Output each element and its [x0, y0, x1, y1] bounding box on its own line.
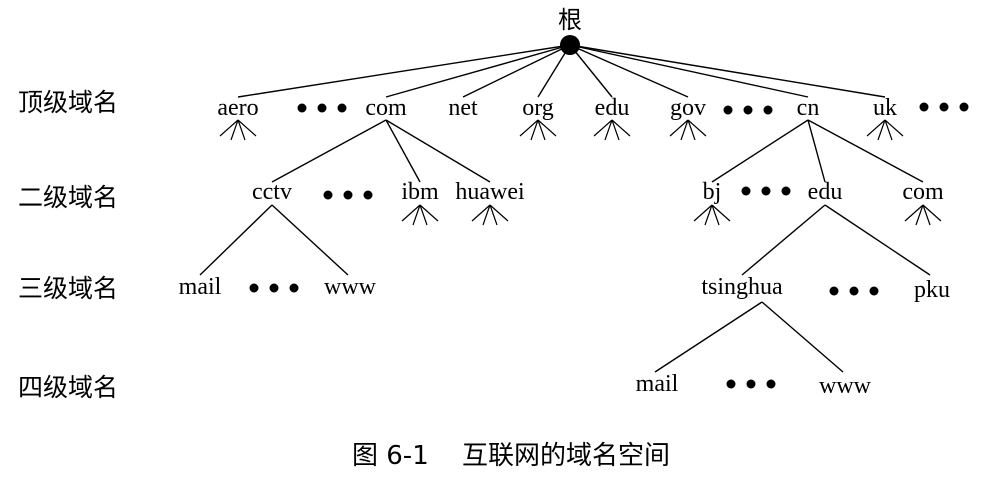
level-label-second: 二级域名	[18, 183, 118, 212]
edge-com-cctv	[271, 119, 387, 183]
node-bj: bj	[703, 179, 722, 205]
fourth-level-edges	[654, 301, 844, 373]
node-cctv-mail: mail	[179, 274, 222, 300]
node-cctv-www: www	[324, 274, 377, 300]
fan-uk	[866, 119, 904, 141]
root-label: 根	[558, 7, 582, 34]
second-level-edges	[271, 119, 924, 183]
ellipsis-third-left	[249, 283, 299, 293]
fan-ibm	[401, 204, 439, 226]
node-ibm: ibm	[401, 179, 439, 205]
edge-root-com	[385, 44, 571, 98]
fan-org	[519, 119, 557, 141]
node-edu: edu	[595, 95, 630, 121]
node-pku: pku	[914, 277, 950, 303]
level-label-top: 顶级域名	[18, 88, 118, 117]
node-com: com	[365, 95, 407, 121]
edge-cn-com	[807, 119, 924, 183]
ellipsis-top-right	[919, 102, 969, 112]
node-cn-edu: edu	[808, 179, 843, 205]
fan-huawei	[471, 204, 509, 226]
third-level-edges	[199, 204, 931, 276]
node-gov: gov	[670, 95, 706, 121]
edge-cn-bj	[711, 119, 809, 183]
edge-tsinghua-www	[761, 301, 844, 373]
fan-aero	[219, 119, 257, 141]
edge-root-aero	[237, 44, 571, 98]
ellipsis-top-middle	[723, 105, 773, 115]
node-huawei: huawei	[455, 179, 525, 205]
edge-tsinghua-mail	[654, 301, 763, 373]
root-edges	[237, 44, 886, 98]
edge-root-org	[537, 44, 571, 98]
edge-root-cn	[569, 44, 809, 98]
ellipsis-second-left	[323, 190, 373, 200]
node-tsinghua: tsinghua	[701, 274, 783, 300]
edge-root-uk	[569, 44, 886, 98]
caption-number: 图 6-1	[352, 441, 429, 471]
node-org: org	[522, 95, 554, 121]
node-cn: cn	[797, 95, 820, 121]
edge-edu-tsinghua	[741, 204, 826, 276]
node-tsinghua-www: www	[819, 373, 872, 399]
caption-title: 互联网的域名空间	[462, 441, 670, 471]
fan-bj	[693, 204, 731, 226]
node-cn-com: com	[902, 179, 944, 205]
level-label-fourth: 四级域名	[18, 373, 118, 402]
node-cctv: cctv	[252, 179, 292, 205]
node-tsinghua-mail: mail	[636, 371, 679, 397]
ellipsis-third-right	[829, 286, 879, 296]
ellipsis-top-left	[297, 103, 347, 113]
node-net: net	[448, 95, 478, 121]
edge-root-gov	[569, 44, 689, 98]
root-node	[560, 35, 580, 55]
edge-com-huawei	[385, 119, 491, 183]
fan-gov	[669, 119, 707, 141]
edge-root-edu	[569, 44, 613, 98]
level-label-third: 三级域名	[18, 274, 118, 303]
ellipsis-second-right	[741, 186, 791, 196]
edge-com-ibm	[385, 119, 421, 183]
edge-root-net	[462, 44, 571, 98]
ellipsis-fourth	[726, 379, 776, 389]
node-uk: uk	[873, 95, 897, 121]
edge-edu-pku	[824, 204, 931, 276]
fan-cn-com	[904, 204, 942, 226]
edge-cn-edu	[807, 119, 826, 183]
fan-edu	[593, 119, 631, 141]
edge-cctv-mail	[199, 204, 273, 276]
edge-cctv-www	[271, 204, 349, 276]
node-aero: aero	[217, 95, 258, 121]
